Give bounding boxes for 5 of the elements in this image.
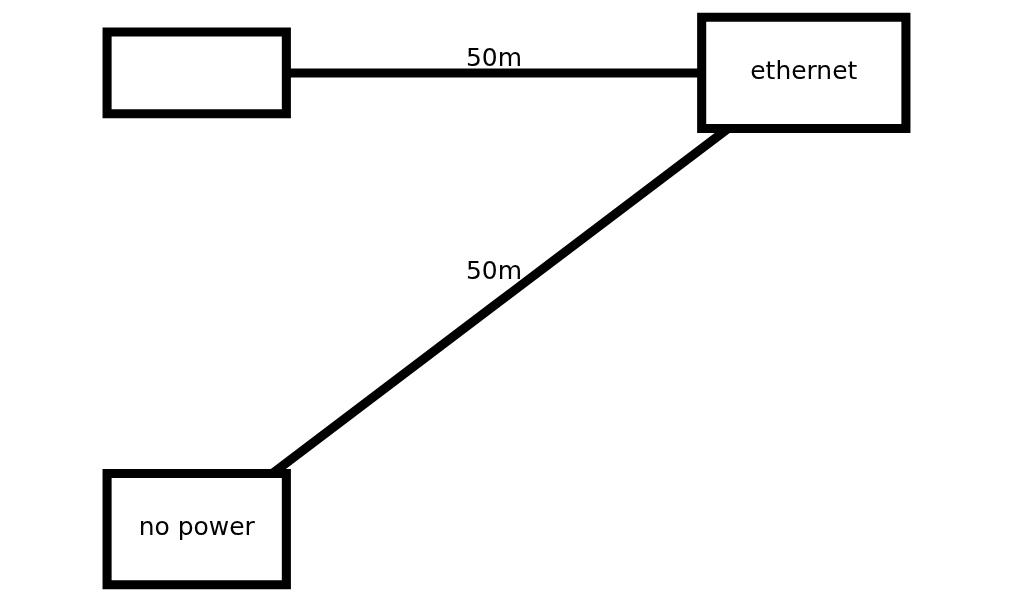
edge-label: 50m (465, 255, 522, 285)
node-box (102, 27, 291, 119)
edge-label: 50m (465, 42, 522, 72)
node-box: no power (102, 468, 291, 590)
node-box: ethernet (696, 12, 910, 134)
